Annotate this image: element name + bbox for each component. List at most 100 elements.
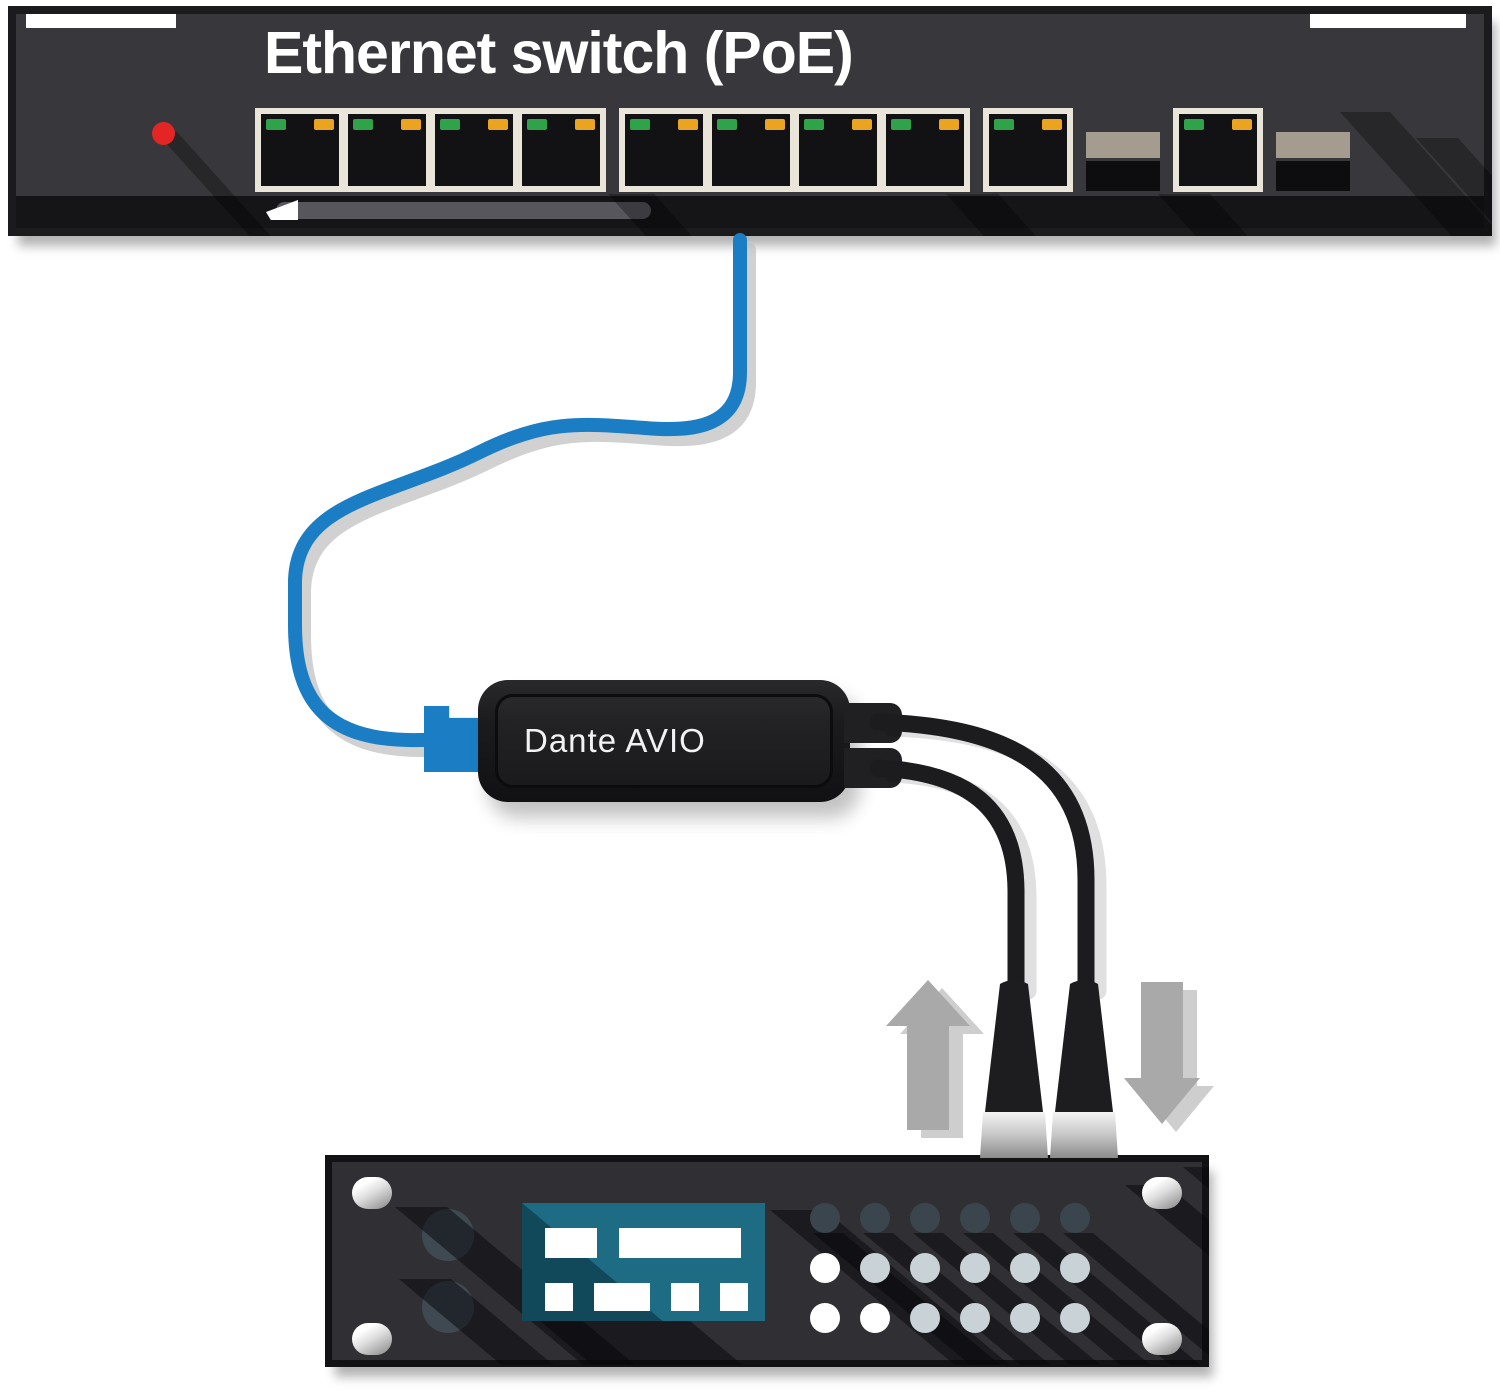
link-led xyxy=(266,119,286,130)
ethernet-switch: Ethernet switch (PoE) xyxy=(8,6,1492,236)
rack-handle-left xyxy=(26,14,176,28)
screen-row xyxy=(545,1283,748,1311)
screen-block xyxy=(545,1228,597,1258)
device-button xyxy=(910,1253,940,1283)
sfp-opening xyxy=(1086,161,1160,191)
link-led xyxy=(1184,119,1204,130)
button-grid xyxy=(810,1203,1090,1333)
output-cable xyxy=(869,759,1025,1001)
rj45-port xyxy=(435,114,513,186)
device-button xyxy=(1010,1203,1040,1233)
device-button xyxy=(810,1203,840,1233)
link-led xyxy=(630,119,650,130)
rj45-port-group xyxy=(619,108,970,192)
screen-block xyxy=(619,1228,741,1258)
rj45-port xyxy=(261,114,339,186)
link-led xyxy=(717,119,737,130)
switch-lower-panel xyxy=(16,196,1484,228)
activity-led xyxy=(939,119,959,130)
link-led xyxy=(994,119,1014,130)
link-led xyxy=(440,119,460,130)
rj45-port xyxy=(712,114,790,186)
sfp-slot xyxy=(1276,132,1350,191)
sfp-cage xyxy=(1086,132,1160,158)
screen-block xyxy=(545,1283,573,1311)
activity-led xyxy=(1232,119,1252,130)
port-row xyxy=(255,108,1350,192)
panel-gloss-bar xyxy=(276,202,651,219)
ethernet-cable xyxy=(288,233,747,748)
adapter-cable-stub xyxy=(844,748,902,788)
activity-led xyxy=(852,119,872,130)
screen-row xyxy=(545,1228,741,1258)
rack-handle-right xyxy=(1310,14,1466,28)
sfp-cage xyxy=(1276,132,1350,158)
dante-avio-adapter: Dante AVIO xyxy=(478,680,902,802)
screw-hole xyxy=(1142,1177,1182,1209)
xlr-connector-body xyxy=(985,980,1043,1112)
device-button xyxy=(910,1203,940,1233)
rj45-port-single xyxy=(1173,108,1263,192)
screw-hole xyxy=(1142,1323,1182,1355)
screen-block xyxy=(671,1283,699,1311)
xlr-connector-ring xyxy=(1050,1112,1118,1158)
up-arrow-icon xyxy=(886,980,970,1130)
device-button xyxy=(810,1303,840,1333)
shadow-streak xyxy=(540,1321,743,1365)
output-cable-shadow xyxy=(883,765,1037,1000)
screw-hole xyxy=(352,1323,392,1355)
output-cable-shadow xyxy=(883,719,1107,1000)
rj45-port xyxy=(989,114,1067,186)
adapter-face xyxy=(495,694,833,788)
ethernet-plug xyxy=(424,706,484,772)
activity-led xyxy=(575,119,595,130)
link-led xyxy=(527,119,547,130)
down-arrow-shadow xyxy=(1138,990,1214,1132)
switch-title: Ethernet switch (PoE) xyxy=(264,20,854,86)
audio-processor xyxy=(325,1155,1209,1367)
device-button xyxy=(960,1203,990,1233)
rj45-port xyxy=(886,114,964,186)
device-button xyxy=(810,1253,840,1283)
device-button xyxy=(910,1303,940,1333)
ethernet-cable-shadow xyxy=(297,243,756,758)
link-led xyxy=(353,119,373,130)
rj45-port-group xyxy=(255,108,606,192)
rj45-port xyxy=(522,114,600,186)
device-button xyxy=(960,1253,990,1283)
screen-block xyxy=(720,1283,748,1311)
activity-led xyxy=(314,119,334,130)
device-button xyxy=(1010,1253,1040,1283)
device-screen xyxy=(522,1203,765,1321)
xlr-connector-body xyxy=(1055,980,1113,1112)
device-button xyxy=(1010,1303,1040,1333)
activity-led xyxy=(401,119,421,130)
device-button xyxy=(1060,1203,1090,1233)
rj45-port xyxy=(1179,114,1257,186)
sfp-opening xyxy=(1276,161,1350,191)
down-arrow-icon xyxy=(1124,982,1200,1124)
sfp-slot xyxy=(1086,132,1160,191)
activity-led xyxy=(488,119,508,130)
device-button xyxy=(960,1303,990,1333)
device-button xyxy=(860,1303,890,1333)
up-arrow-shadow xyxy=(900,988,984,1138)
device-button xyxy=(860,1203,890,1233)
adapter-cable-stub xyxy=(844,703,902,743)
activity-led xyxy=(678,119,698,130)
xlr-connector-ring xyxy=(980,1112,1048,1158)
rj45-port xyxy=(625,114,703,186)
activity-led xyxy=(1042,119,1062,130)
link-led xyxy=(891,119,911,130)
rj45-port-single xyxy=(983,108,1073,192)
output-cable xyxy=(869,713,1095,1001)
activity-led xyxy=(765,119,785,130)
screw-hole xyxy=(352,1177,392,1209)
screen-block xyxy=(594,1283,650,1311)
adapter-label: Dante AVIO xyxy=(524,722,706,759)
device-button xyxy=(860,1253,890,1283)
rj45-port xyxy=(348,114,426,186)
device-button xyxy=(1060,1303,1090,1333)
device-button xyxy=(1060,1253,1090,1283)
